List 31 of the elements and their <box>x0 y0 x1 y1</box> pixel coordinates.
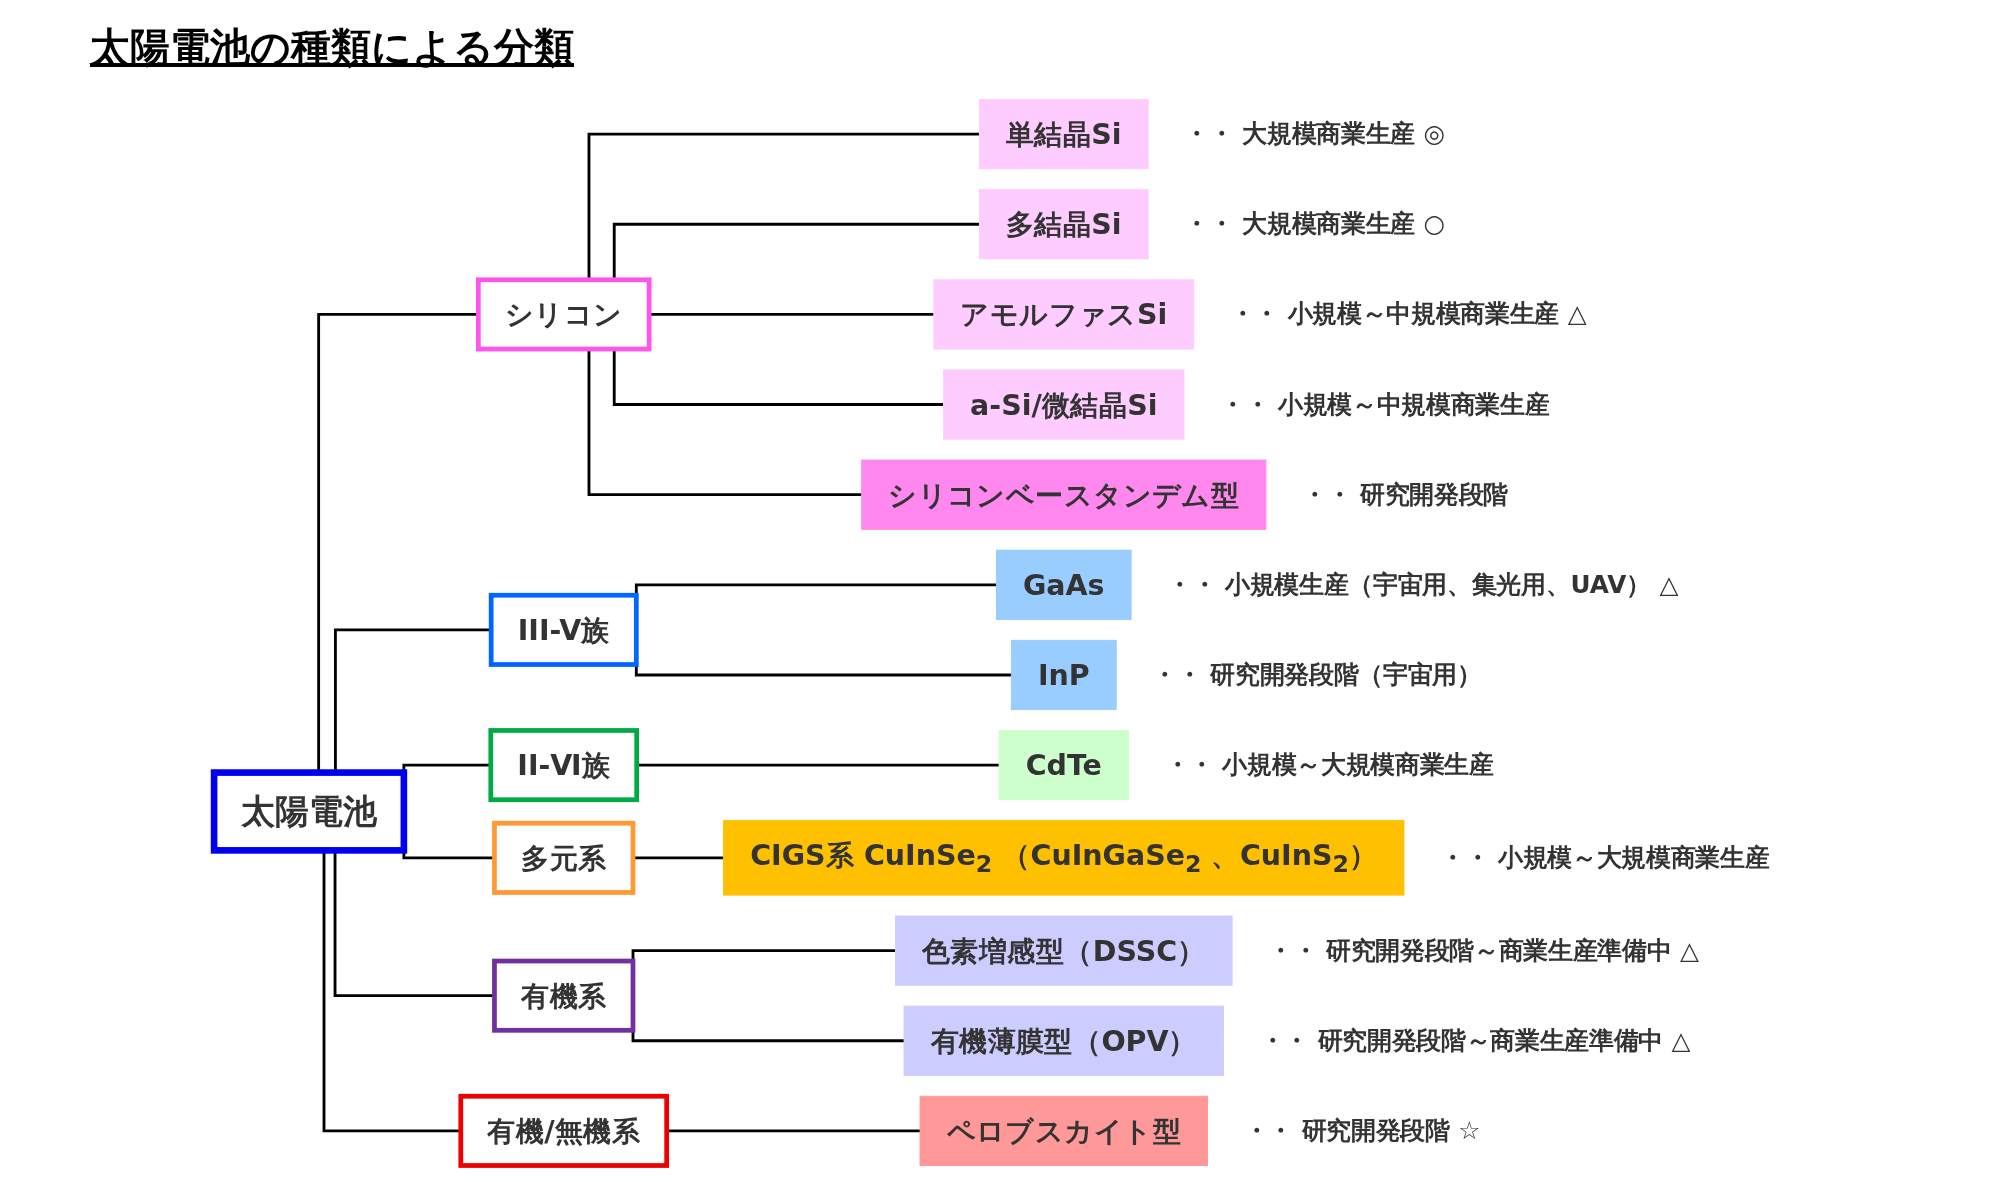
node-label: ・・ 大規模商業生産 ◎ <box>1184 119 1445 148</box>
node-label: ・・ 研究開発段階（宇宙用） <box>1152 660 1482 689</box>
node-box: GaAs <box>995 549 1132 620</box>
node-box: II-Ⅵ族 <box>488 728 640 803</box>
node-box: 多結晶Si <box>978 189 1149 260</box>
node-label: ・・ 研究開発段階 <box>1301 479 1508 509</box>
node-box: InP <box>1010 639 1117 711</box>
node-label: ・・ 小規模生産（宇宙用、集光用、UAV） △ <box>1167 570 1679 599</box>
node-label: ・・ 小規模～中規模商業生産 △ <box>1229 299 1587 329</box>
node-box: 色素増感型（DSSC） <box>895 915 1233 986</box>
node-box: シリコン <box>475 277 652 352</box>
node-label: ・・ 小規模～大規模商業生産 <box>1164 750 1494 779</box>
node-box: 有機/無機系 <box>458 1093 670 1168</box>
node-box: CdTe <box>998 730 1129 801</box>
node-box: シリコンベースタンデム型 <box>861 459 1267 530</box>
node-box: 有機系 <box>492 958 636 1033</box>
node-label: ・・ 大規模商業生産 ○ <box>1184 209 1445 239</box>
node-label: ・・ 研究開発段階 ☆ <box>1243 1116 1481 1145</box>
node-label: ・・ 小規模～大規模商業生産 <box>1440 843 1770 872</box>
node-box: III-V族 <box>488 592 639 667</box>
node-box: CIGS系 CuInSe$_{2}$ （CuInGaSe$_{2}$ 、CuInS$_{2}$） <box>723 820 1405 896</box>
diagram-title: 太陽電池の種類による分類 <box>90 23 574 72</box>
node-box: ペロブスカイト型 <box>919 1095 1208 1166</box>
node-box: 有機薄膜型（OPV） <box>903 1005 1224 1076</box>
node-label: ・・ 研究開発段階～商業生産準備中 △ <box>1268 935 1700 965</box>
node-box: アモルファスSi <box>933 279 1195 350</box>
node-box: a-Si/微結晶Si <box>943 369 1185 440</box>
node-box: 単結晶Si <box>978 99 1149 170</box>
node-label: ・・ 小規模～中規模商業生産 <box>1220 389 1550 419</box>
node-box: 多元系 <box>492 820 636 895</box>
node-label: ・・ 研究開発段階～商業生産準備中 △ <box>1259 1026 1691 1055</box>
